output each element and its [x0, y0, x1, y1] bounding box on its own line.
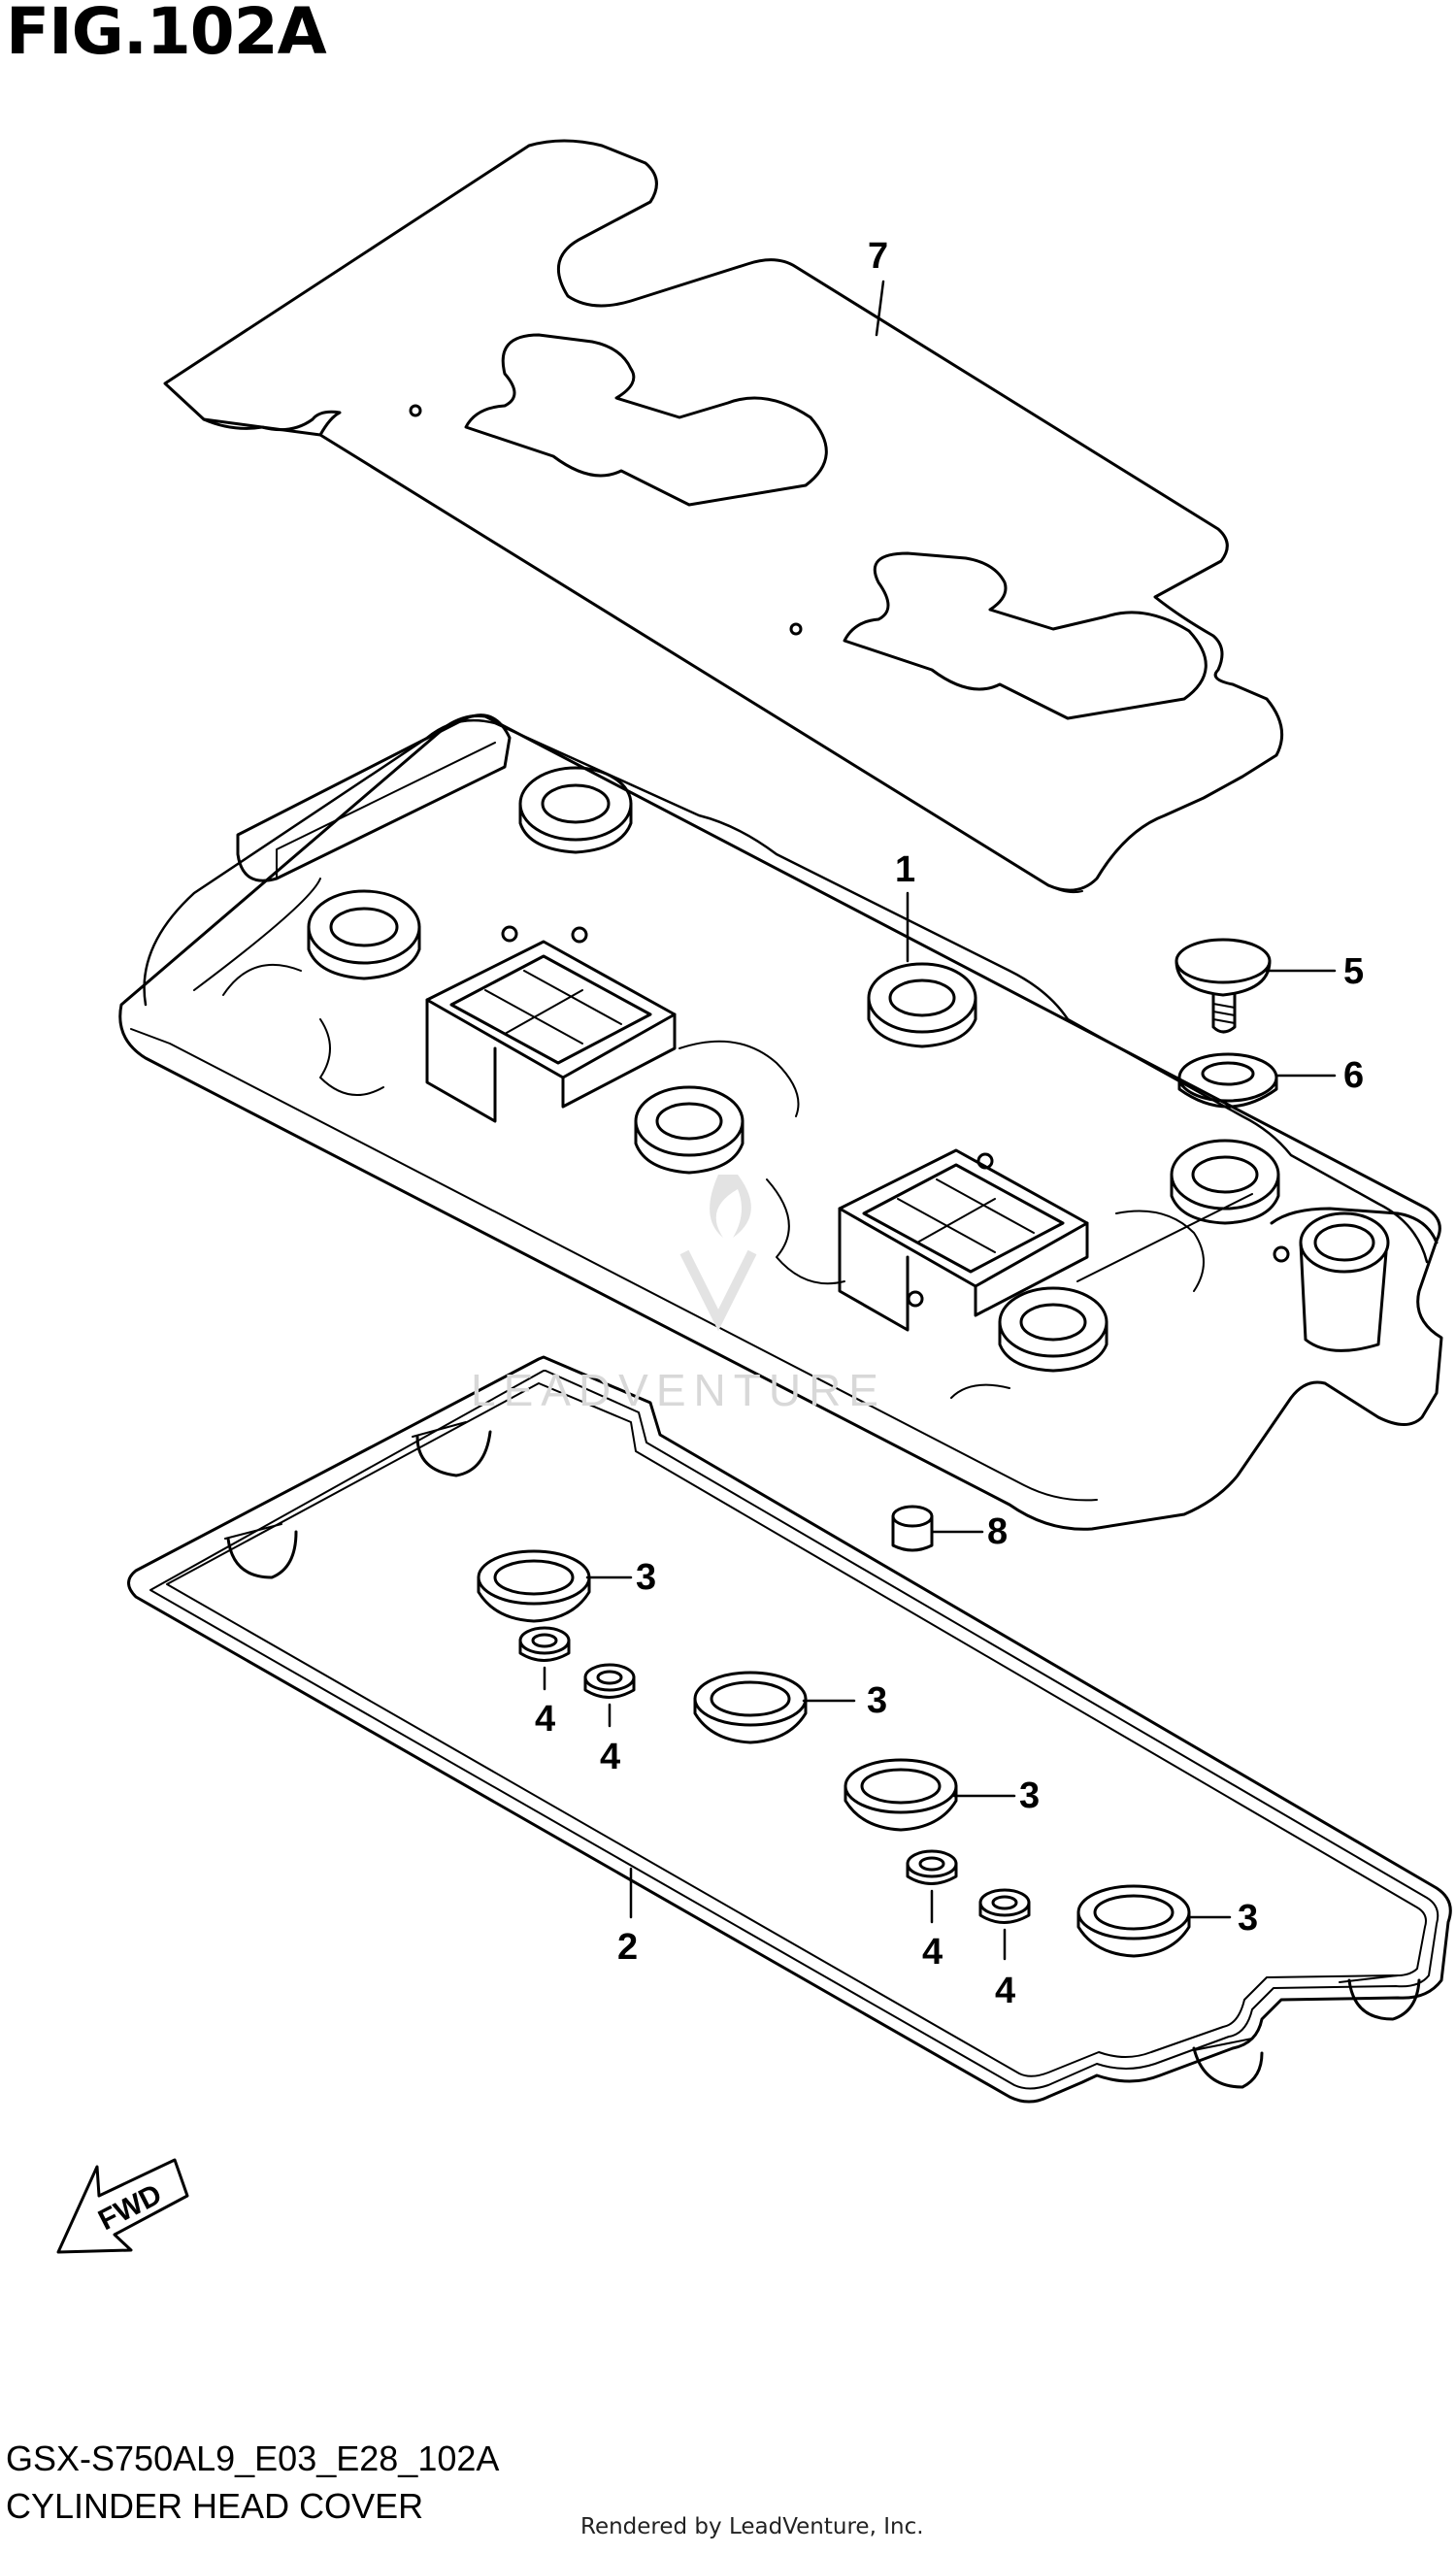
- model-code: GSX-S750AL9_E03_E28_102A: [6, 2438, 500, 2478]
- watermark: LEADVENTURE: [471, 1175, 886, 1415]
- callout-8: 8: [987, 1511, 1008, 1552]
- callout-7: 7: [868, 236, 888, 277]
- boss-6: [998, 1286, 1109, 1373]
- figure-title: FIG.102A: [6, 0, 327, 69]
- boss-3: [867, 962, 977, 1048]
- leader-lines: [543, 280, 1337, 1961]
- part-7-cover-plate: [163, 139, 1284, 894]
- part-3-seal-d: [1076, 1884, 1191, 1958]
- boss-5: [1170, 1139, 1280, 1225]
- forward-arrow-icon: FWD: [56, 2158, 189, 2254]
- callout-4-a: 4: [535, 1699, 555, 1740]
- part-4-grommet-b: [583, 1663, 636, 1699]
- watermark-text: LEADVENTURE: [471, 1365, 886, 1415]
- part-8-dowel: [891, 1505, 934, 1552]
- part-6-washer: [1177, 1052, 1278, 1109]
- breather-housing-front: [425, 940, 677, 1123]
- callout-4-d: 4: [995, 1971, 1015, 2011]
- part-3-seal-c: [844, 1758, 958, 1832]
- part-4-grommet-d: [978, 1888, 1031, 1924]
- part-3-seal-a: [477, 1549, 591, 1623]
- part-1-cylinder-head-cover: [118, 713, 1443, 1531]
- boss-1: [518, 766, 633, 854]
- oil-filler-neck: [1270, 1207, 1439, 1352]
- callout-4-b: 4: [600, 1737, 620, 1777]
- callout-6: 6: [1343, 1055, 1364, 1096]
- part-5-bolt: [1175, 938, 1272, 1034]
- callout-5: 5: [1343, 951, 1364, 992]
- callout-3-b: 3: [867, 1680, 887, 1721]
- figure-name: CYLINDER HEAD COVER: [6, 2486, 424, 2526]
- breather-housing-rear: [838, 1148, 1089, 1332]
- boss-2: [307, 889, 421, 980]
- part-4-grommet-a: [518, 1626, 571, 1662]
- callout-3-c: 3: [1019, 1775, 1040, 1816]
- render-credit: Rendered by LeadVenture, Inc.: [580, 2514, 924, 2539]
- part-2-cover-gasket: [127, 1355, 1452, 2104]
- callout-3-d: 3: [1238, 1898, 1258, 1939]
- callout-3-a: 3: [636, 1557, 656, 1598]
- callout-2: 2: [617, 1927, 638, 1968]
- callout-1: 1: [895, 849, 915, 890]
- callout-4-c: 4: [922, 1932, 943, 1973]
- part-3-seal-b: [693, 1671, 808, 1744]
- boss-4: [634, 1085, 745, 1175]
- part-4-grommet-c: [906, 1849, 958, 1885]
